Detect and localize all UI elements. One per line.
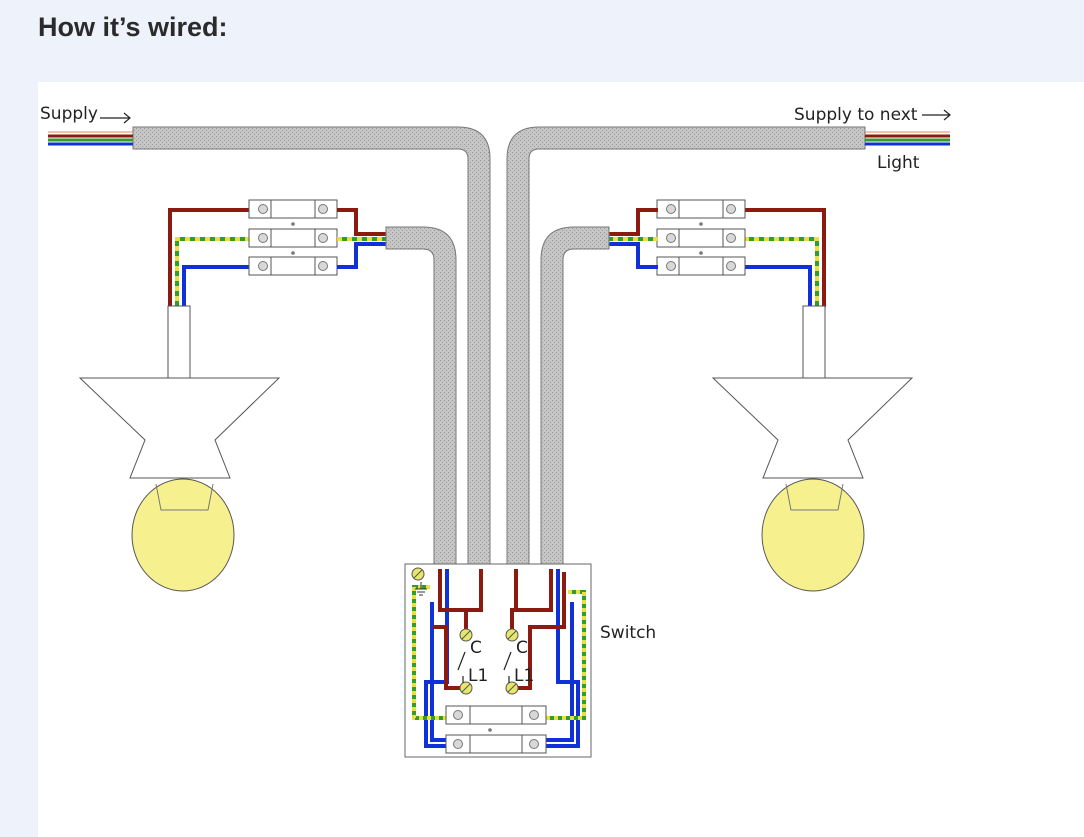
right-light bbox=[608, 199, 914, 592]
cables bbox=[132, 126, 866, 566]
light-bulb-icon bbox=[711, 305, 914, 592]
earth-ground-icon bbox=[415, 582, 427, 596]
supply-wire-stubs bbox=[48, 131, 950, 146]
left-light bbox=[78, 199, 388, 592]
l1-terminal-label-left: L1 bbox=[468, 666, 488, 686]
light-label: Light bbox=[877, 153, 920, 173]
common-terminal-label-left: C bbox=[470, 638, 482, 658]
diagram-panel: Supply Supply to next Light bbox=[38, 82, 1084, 837]
right-pendant-wires bbox=[744, 208, 826, 307]
left-pendant-wires bbox=[168, 208, 250, 307]
right-arrow-icon bbox=[922, 109, 951, 121]
right-arrow-icon bbox=[100, 112, 131, 124]
switch-box: C C L1 L1 bbox=[404, 563, 592, 758]
wiring-diagram: Supply Supply to next Light bbox=[40, 104, 951, 758]
l1-terminal-label-right: L1 bbox=[514, 666, 534, 686]
switch-label: Switch bbox=[600, 623, 656, 643]
left-terminal-block bbox=[248, 199, 338, 276]
supply-label: Supply bbox=[40, 104, 98, 124]
right-terminal-block bbox=[656, 199, 746, 276]
light-bulb-icon bbox=[78, 305, 281, 592]
page-heading: How it’s wired: bbox=[38, 12, 228, 42]
switch-terminals bbox=[457, 628, 519, 695]
common-terminal-label-right: C bbox=[516, 638, 528, 658]
supply-to-next-label: Supply to next bbox=[794, 105, 918, 125]
switch-connector-block bbox=[445, 705, 547, 754]
